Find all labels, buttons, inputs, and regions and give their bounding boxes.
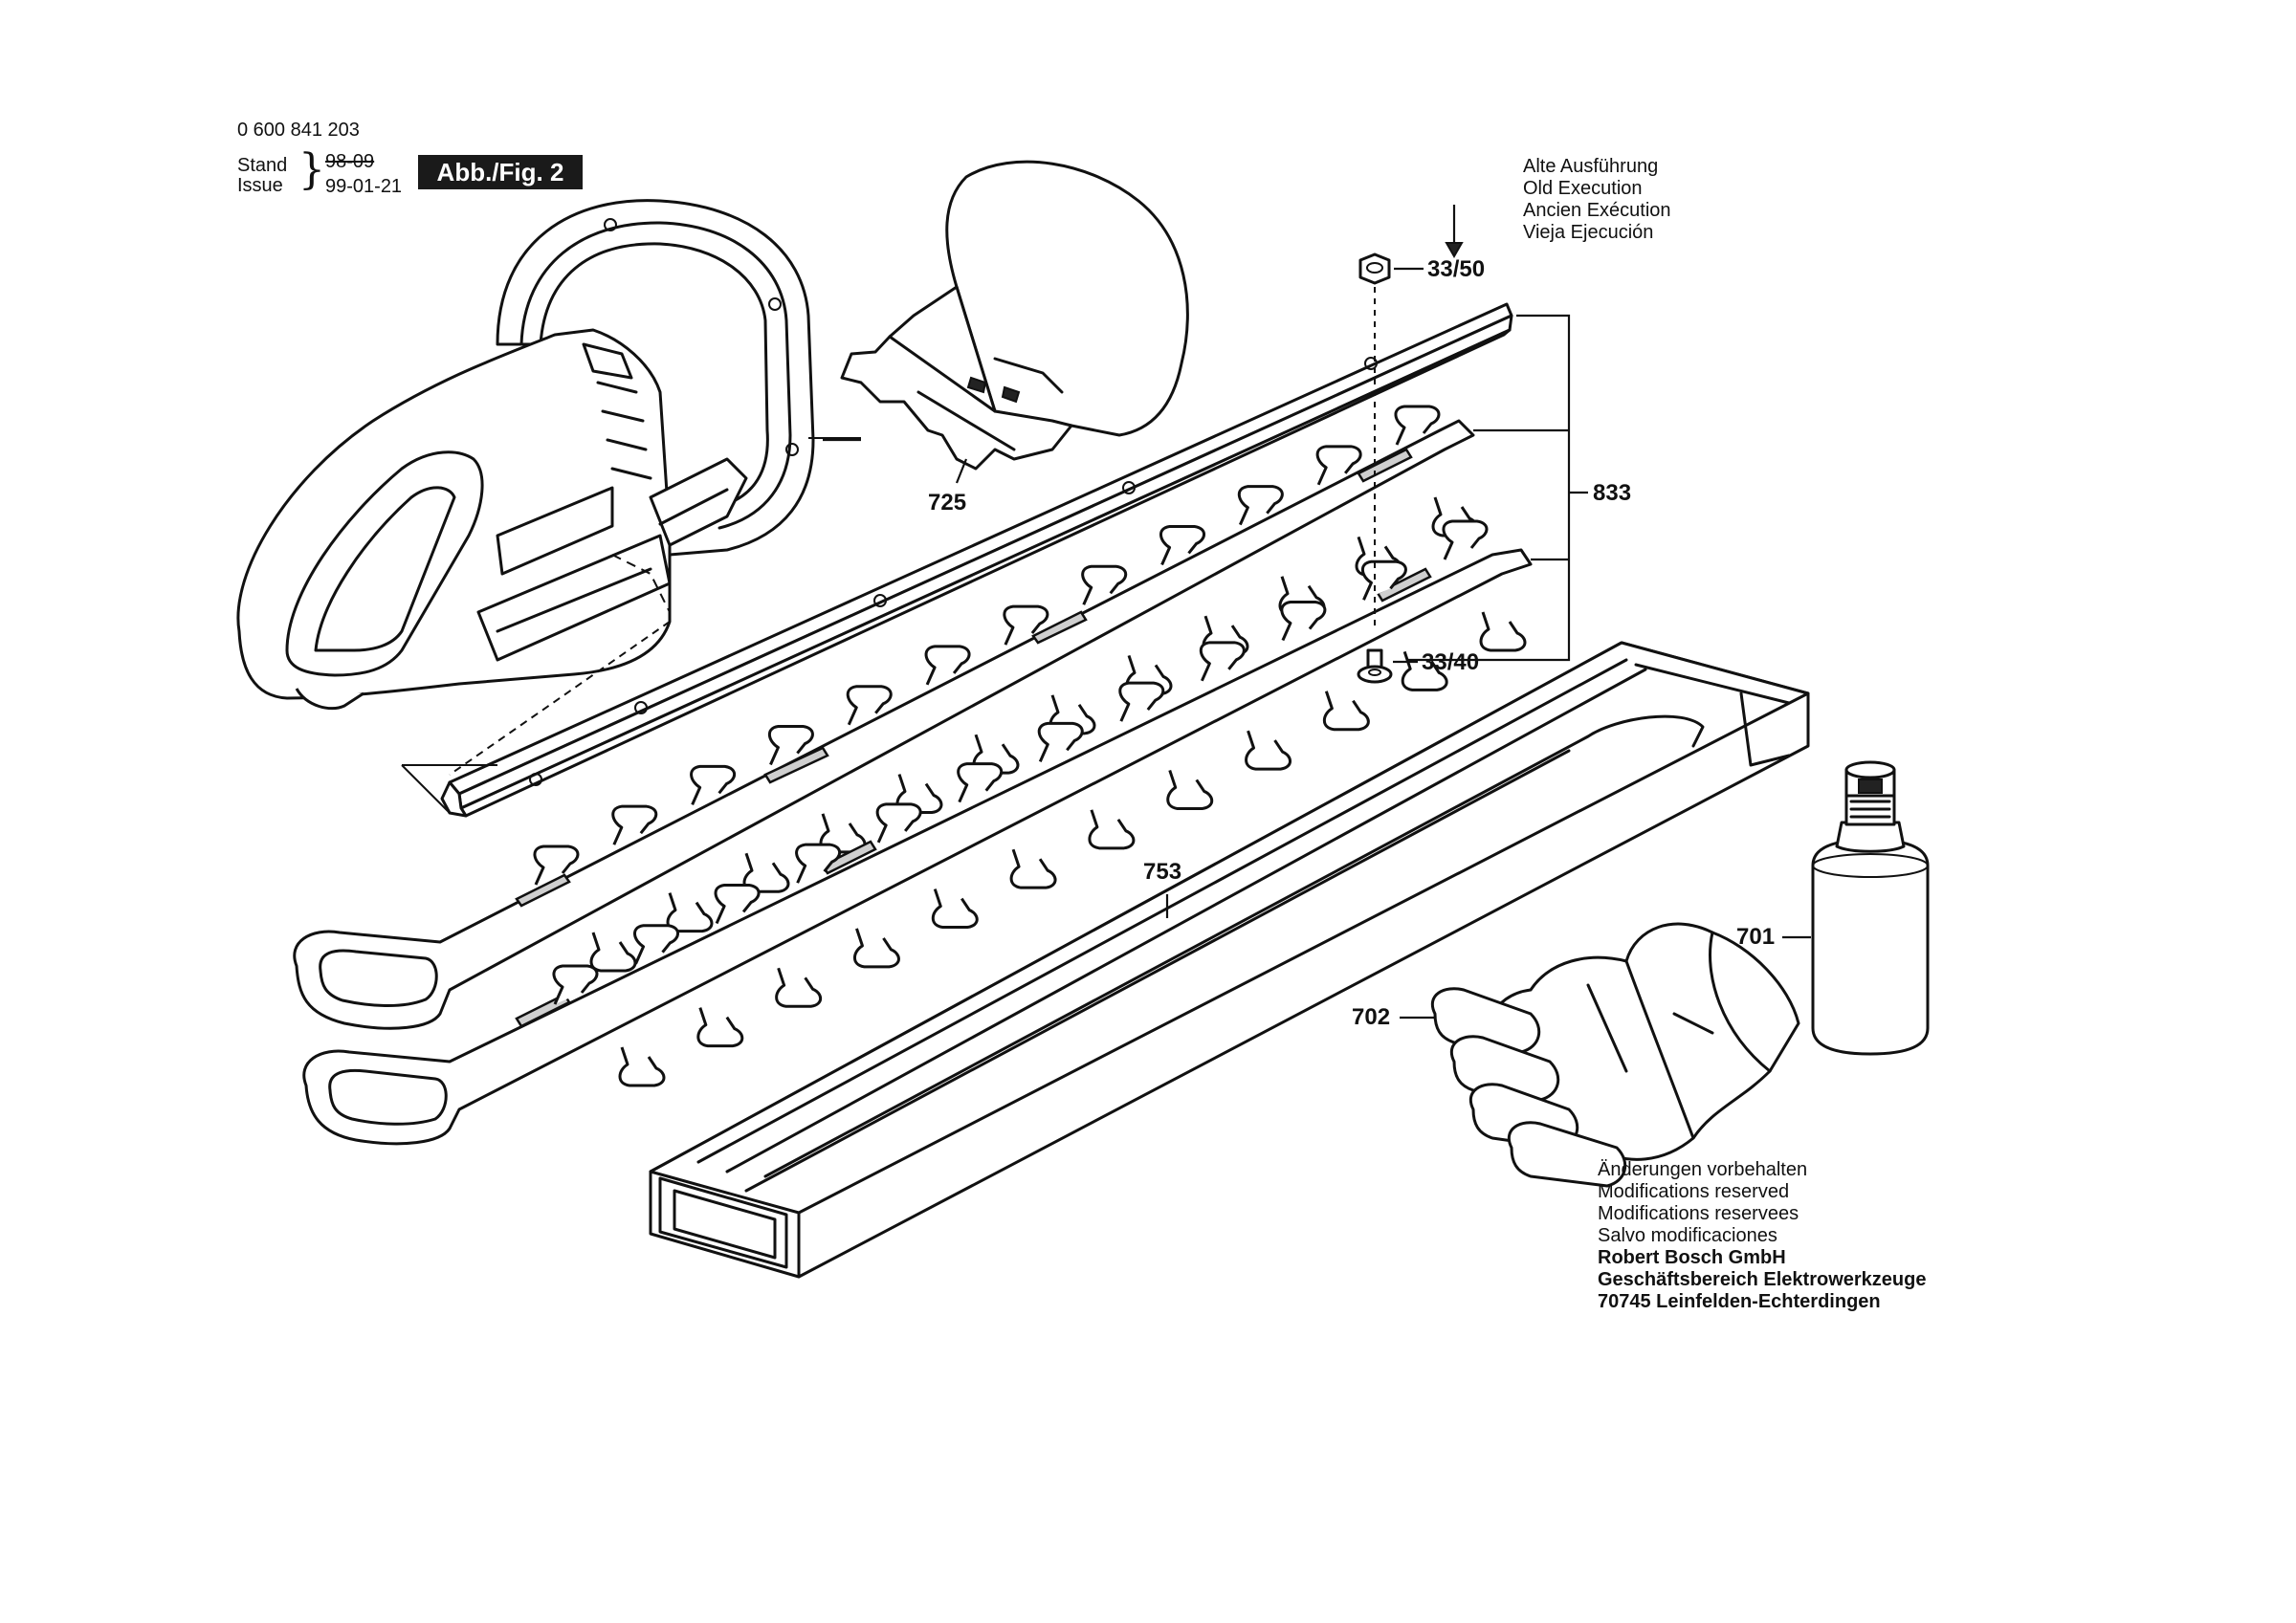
- old-execution-de: Alte Ausführung: [1523, 156, 1659, 177]
- callout-33-40: 33/40: [1422, 649, 1480, 675]
- lower-blade-tooth: [1118, 681, 1165, 722]
- upper-blade-tooth: [742, 852, 790, 893]
- lower-blade-tooth: [714, 883, 761, 925]
- lower-blade-tooth: [696, 1007, 744, 1048]
- nut-33-50: [1358, 252, 1391, 285]
- lower-blade-tooth: [552, 964, 599, 1005]
- lower-blade-tooth: [618, 1046, 666, 1087]
- upper-blade-tooth: [1237, 485, 1284, 526]
- modifications-de: Änderungen vorbehalten: [1598, 1159, 1808, 1180]
- upper-blade-tooth: [924, 645, 971, 686]
- company-division: Geschäftsbereich Elektrowerkzeuge: [1598, 1269, 1927, 1290]
- lower-blade-tooth: [875, 802, 922, 844]
- callout-833: 833: [1593, 480, 1632, 506]
- upper-blade-tooth: [767, 725, 814, 766]
- company-name: Robert Bosch GmbH: [1598, 1247, 1786, 1268]
- leader-lines: [823, 205, 1811, 1020]
- lower-blade-tooth: [795, 843, 842, 884]
- blade-sheath-753: [649, 641, 1810, 1279]
- lower-blade-tooth: [775, 967, 823, 1008]
- upper-blade-tooth: [1003, 604, 1049, 646]
- lower-blade-tooth: [633, 924, 680, 965]
- callout-702: 702: [1352, 1004, 1391, 1030]
- figure-badge: Abb./Fig. 2: [418, 155, 583, 189]
- upper-blade-tooth: [1081, 564, 1128, 605]
- upper-blade-tooth: [589, 932, 637, 973]
- issue-label: Issue: [237, 175, 283, 196]
- lower-blade-tooth: [931, 888, 979, 930]
- screw-33-40: [1357, 648, 1393, 684]
- lower-blade-tooth: [1479, 611, 1527, 652]
- old-execution-note: Alte Ausführung Old Execution Ancien Exé…: [1523, 156, 1671, 244]
- lower-blade-tooth: [1166, 769, 1214, 810]
- oil-bottle-701: [1811, 760, 1930, 1056]
- lower-blade-tooth: [1009, 848, 1057, 889]
- lower-blade-tooth: [1360, 559, 1407, 601]
- upper-blade-tooth: [666, 892, 714, 933]
- old-execution-en: Old Execution: [1523, 178, 1643, 199]
- upper-blade-tooth: [690, 764, 737, 805]
- upper-blade-tooth: [819, 813, 867, 854]
- stand-label: Stand: [237, 155, 288, 176]
- hand-guard-725: [840, 160, 1189, 471]
- callout-33-50: 33/50: [1427, 256, 1486, 282]
- lower-blade: [302, 519, 1533, 1146]
- lower-blade-tooth: [1037, 721, 1084, 762]
- modifications-en: Modifications reserved: [1598, 1181, 1790, 1202]
- old-execution-es: Vieja Ejecución: [1523, 222, 1654, 243]
- upper-blade: [293, 405, 1479, 1030]
- lower-blade-tooth: [957, 762, 1004, 803]
- lower-blade-tooth: [1245, 730, 1292, 771]
- header-brace: }: [298, 145, 325, 194]
- guide-bar: [401, 302, 1513, 818]
- callout-701: 701: [1736, 924, 1776, 950]
- part-number: 0 600 841 203: [237, 120, 360, 141]
- modifications-fr: Modifications reservees: [1598, 1203, 1799, 1224]
- upper-blade-tooth: [1315, 445, 1362, 486]
- old-execution-fr: Ancien Exécution: [1523, 200, 1671, 221]
- callout-753: 753: [1143, 859, 1182, 885]
- old-date: 98-09: [325, 151, 375, 172]
- gloves-702: [1430, 922, 1800, 1188]
- lower-blade-tooth: [1322, 691, 1370, 732]
- lower-blade-tooth: [1199, 641, 1246, 682]
- motor-housing: [236, 199, 861, 711]
- footer-notes: Änderungen vorbehalten Modifications res…: [1598, 1159, 1926, 1313]
- callout-725: 725: [928, 490, 967, 515]
- lower-blade-tooth: [852, 928, 900, 969]
- upper-blade-tooth: [1394, 405, 1441, 446]
- company-address: 70745 Leinfelden-Echterdingen: [1598, 1291, 1881, 1312]
- modifications-es: Salvo modificaciones: [1598, 1225, 1777, 1246]
- upper-blade-tooth: [1159, 524, 1206, 566]
- lower-blade-tooth: [1088, 809, 1136, 850]
- lower-blade-tooth: [1280, 601, 1327, 642]
- upper-blade-tooth: [611, 804, 658, 845]
- blade-set-bracket: [1406, 314, 1588, 662]
- lower-blade-tooth: [1442, 519, 1489, 560]
- issue-date: 99-01-21: [325, 176, 403, 197]
- upper-blade-tooth: [533, 844, 580, 886]
- upper-blade-tooth: [846, 685, 893, 726]
